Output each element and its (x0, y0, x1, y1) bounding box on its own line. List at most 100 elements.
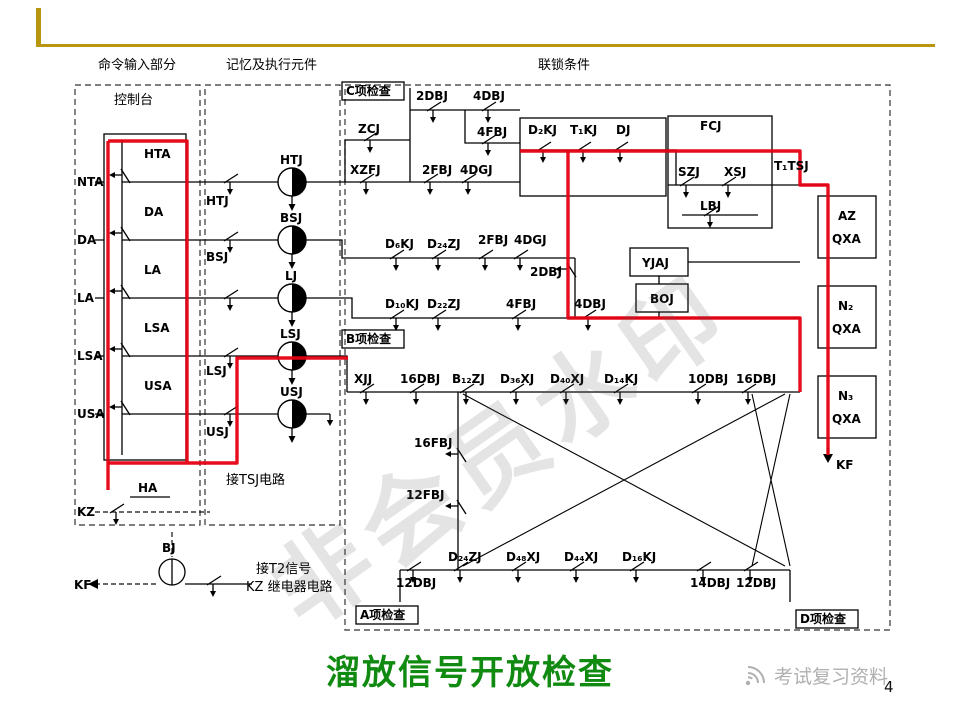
label-da-in: DA (144, 205, 164, 219)
label-4fbj-mid: 4FBJ (506, 297, 536, 311)
label-check-d: D项检查 (800, 611, 847, 626)
htj-relay (277, 167, 307, 212)
label-d24zj-mid: D₂₄ZJ (427, 237, 461, 251)
label-t2-note-1: 接T2信号 (256, 561, 311, 577)
sound-waves-icon (745, 665, 765, 685)
box-interlock (344, 84, 891, 631)
label-fcj: FCJ (700, 119, 721, 133)
label-la-in: LA (144, 263, 162, 277)
label-usa-in: USA (144, 379, 172, 393)
label-12dbj-b: 12DBJ (736, 576, 776, 590)
label-usa-out: USA (77, 407, 105, 421)
label-d6kj: D₆KJ (385, 237, 414, 251)
label-2dbj-top: 2DBJ (416, 89, 448, 103)
label-szj: SZJ (678, 165, 700, 179)
lsj-relay (277, 341, 307, 386)
label-d24zj-bot: D₂₄ZJ (448, 550, 482, 564)
label-d2kj: D₂KJ (528, 123, 557, 137)
relay-coils (277, 167, 307, 444)
kf-right-arrowhead (823, 454, 833, 463)
footer-watermark: 考试复习资料 (742, 662, 888, 689)
label-section-interlock: 联锁条件 (538, 57, 590, 73)
boj-box (635, 283, 689, 313)
label-4dbj-top: 4DBJ (473, 89, 505, 103)
label-lbj: LBJ (700, 199, 721, 213)
n2-qxa-box (817, 285, 877, 349)
label-d44xj: D₄₄XJ (564, 550, 598, 564)
n3-qxa-box (817, 375, 877, 439)
label-d40xj: D₄₀XJ (550, 372, 584, 386)
kf-left-arrowhead (88, 579, 98, 589)
label-t1tsj: T₁TSJ (774, 159, 809, 173)
label-kz: KZ (77, 505, 95, 519)
label-d36xj: D₃₆XJ (500, 372, 534, 386)
label-az: AZ (838, 209, 856, 223)
label-4fbj-top: 4FBJ (477, 125, 507, 139)
label-usj-left: USJ (206, 425, 229, 439)
label-4dbj-mid: 4DBJ (574, 297, 606, 311)
label-zcj: ZCJ (358, 122, 380, 136)
label-16fbj: 16FBJ (414, 436, 453, 450)
label-ha: HA (138, 481, 158, 495)
label-bsj-left: BSJ (206, 250, 228, 264)
label-d22zj: D₂₂ZJ (427, 297, 461, 311)
label-t1kj: T₁KJ (570, 123, 597, 137)
label-usj: USJ (280, 385, 303, 399)
section-boxes (74, 84, 891, 631)
label-14dbj: 14DBJ (690, 576, 730, 590)
yjaj-box (629, 247, 689, 277)
gold-corner-bar (36, 8, 41, 46)
label-4dgj-top: 4DGJ (460, 163, 493, 177)
label-b12zj: B₁₂ZJ (452, 372, 485, 386)
label-xjj: XJJ (354, 372, 372, 386)
label-la-out: LA (77, 291, 95, 305)
az-qxa-box (817, 195, 877, 259)
label-kf-right: KF (836, 458, 854, 472)
label-n3: N₃ (838, 389, 853, 403)
label-4dgj-mid: 4DGJ (514, 233, 547, 247)
label-check-a: A项检查 (360, 607, 406, 622)
red-trace-path (106, 139, 830, 490)
label-10dbj: 10DBJ (688, 372, 728, 386)
label-16dbj-a: 16DBJ (400, 372, 440, 386)
slide-title: 溜放信号开放检查 (326, 653, 614, 693)
check-a-box (355, 605, 419, 625)
label-2fbj-top: 2FBJ (422, 163, 452, 177)
diagram-labels: 命令输入部分 记忆及执行元件 联锁条件 控制台 C项检查 B项检查 A项检查 D… (74, 57, 861, 626)
check-b-box (341, 329, 405, 349)
lj-relay (277, 283, 307, 328)
label-bsj: BSJ (280, 211, 302, 225)
label-lsa-out: LSA (77, 349, 103, 363)
label-dj: DJ (616, 123, 630, 137)
bj-relay-circle (158, 558, 186, 586)
label-qxa-1: QXA (832, 232, 861, 246)
label-section-cmd: 命令输入部分 (98, 57, 176, 73)
label-12fbj: 12FBJ (406, 488, 445, 502)
label-d14kj: D₁₄KJ (604, 372, 638, 386)
gold-top-rule (36, 44, 935, 47)
page-number: 4 (884, 678, 894, 696)
label-check-b: B项检查 (346, 331, 392, 346)
label-xsj: XSJ (724, 165, 746, 179)
label-lsa-in: LSA (144, 321, 170, 335)
d2kj-group-box (519, 117, 667, 197)
label-d10kj: D₁₀KJ (385, 297, 419, 311)
label-kf-left: KF (74, 578, 92, 592)
label-xzfj: XZFJ (350, 163, 381, 177)
bsj-relay (277, 225, 307, 270)
label-boj: BOJ (650, 292, 674, 306)
label-check-c: C项检查 (346, 83, 392, 98)
label-d48xj: D₄₈XJ (506, 550, 540, 564)
label-d16kj: D₁₆KJ (622, 550, 656, 564)
label-console: 控制台 (114, 93, 153, 108)
label-lsj-left: LSJ (206, 364, 227, 378)
label-16dbj-b: 16DBJ (736, 372, 776, 386)
box-command-input (74, 84, 201, 526)
label-hta: HTA (144, 147, 171, 161)
label-qxa-3: QXA (832, 412, 861, 426)
label-nta: NTA (77, 175, 104, 189)
label-2fbj-mid: 2FBJ (478, 233, 508, 247)
label-lsj: LSJ (280, 327, 301, 341)
label-lj: LJ (285, 269, 297, 283)
